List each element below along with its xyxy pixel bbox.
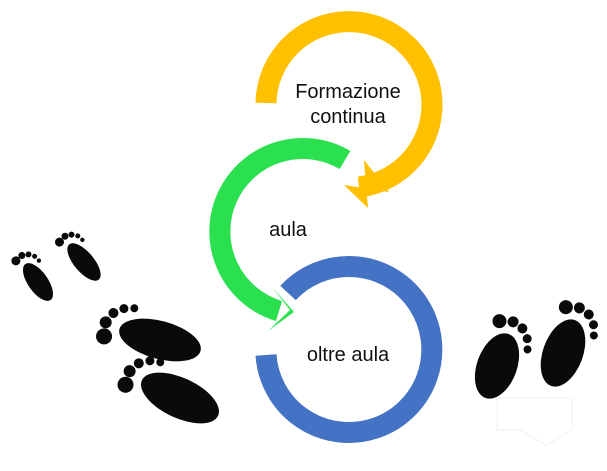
ring-arc-oltre — [255, 255, 443, 443]
white-patch — [496, 397, 573, 446]
footprint-right-1 — [474, 314, 532, 399]
ring-arc-formazione — [255, 11, 443, 198]
footprint-right-2 — [540, 300, 599, 387]
footprint-large-1 — [96, 304, 201, 362]
footprint-small-1 — [11, 251, 54, 301]
arrowhead-formazione — [344, 160, 389, 208]
footprint-small-2 — [54, 231, 101, 281]
label-line-1: aula — [269, 219, 307, 241]
ring-oltre-aula — [255, 255, 443, 443]
label-oltre-aula: oltre aula — [292, 343, 404, 368]
ring-aula — [209, 138, 351, 331]
label-line-2: continua — [310, 106, 386, 128]
label-aula: aula — [258, 218, 318, 243]
label-line-1: oltre aula — [306, 344, 390, 366]
footprints-icon-left — [11, 231, 219, 424]
footprint-large-2 — [117, 356, 219, 424]
label-formazione-continua: Formazione continua — [283, 80, 413, 130]
label-line-1: Formazione — [295, 81, 401, 103]
footprints-icon-right — [474, 300, 599, 399]
ring-arc-aula — [209, 138, 351, 322]
ring-formazione-continua — [255, 11, 443, 208]
